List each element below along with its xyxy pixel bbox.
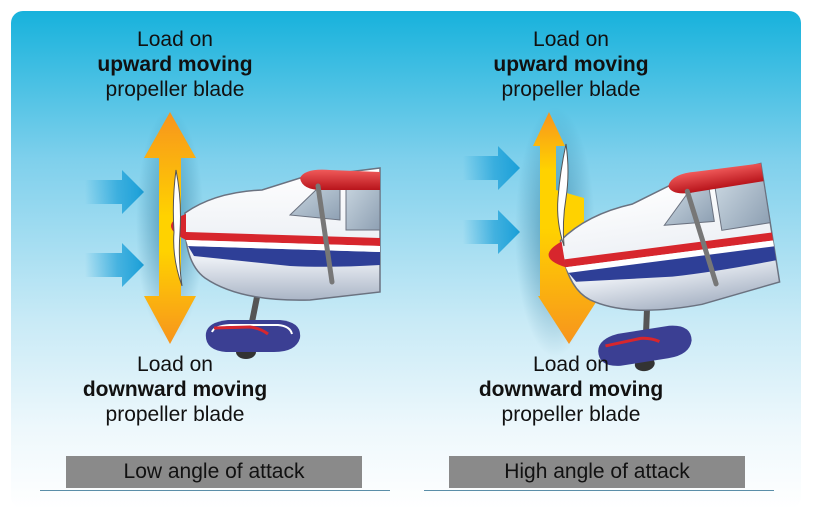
label-line: propeller blade	[501, 78, 641, 101]
airflow-arrow-icon	[463, 146, 520, 190]
label-line: Load on	[533, 353, 609, 376]
label-emphasis: downward moving	[82, 378, 268, 401]
right-scene	[463, 107, 781, 372]
right-baseline	[424, 490, 774, 491]
label-emphasis: downward moving	[478, 378, 664, 401]
airplane-icon	[548, 162, 781, 372]
label-line: Load on	[533, 28, 609, 51]
label-line: Load on	[137, 28, 213, 51]
label-line: propeller blade	[105, 78, 245, 101]
left-top-load-label: Load on upward moving propeller blade	[15, 27, 335, 102]
right-top-load-label: Load on upward moving propeller blade	[411, 27, 731, 102]
left-bottom-load-label: Load on downward moving propeller blade	[15, 352, 335, 427]
right-bottom-load-label: Load on downward moving propeller blade	[411, 352, 731, 427]
label-emphasis: upward moving	[97, 53, 253, 76]
airflow-arrow-icon	[85, 243, 144, 287]
propeller-icon	[557, 143, 569, 247]
label-emphasis: upward moving	[493, 53, 649, 76]
left-caption: Low angle of attack	[66, 456, 362, 488]
right-caption: High angle of attack	[449, 456, 745, 488]
left-baseline	[40, 490, 390, 491]
left-scene	[85, 110, 381, 359]
label-line: propeller blade	[105, 403, 245, 426]
label-line: propeller blade	[501, 403, 641, 426]
label-line: Load on	[137, 353, 213, 376]
airflow-arrow-icon	[85, 170, 144, 214]
propeller-icon	[172, 169, 183, 287]
airplane-icon	[171, 167, 381, 359]
airflow-arrow-icon	[463, 210, 520, 254]
load-arrow-icon	[144, 112, 196, 344]
